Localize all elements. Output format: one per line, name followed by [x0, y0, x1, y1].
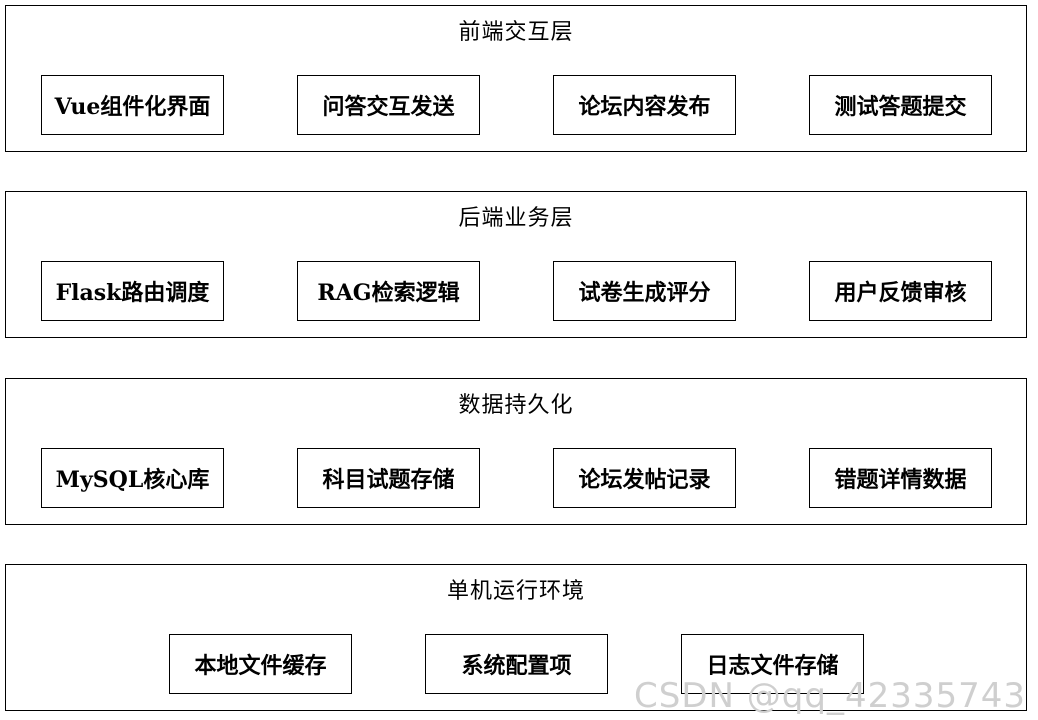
- module-box: 论坛发帖记录: [553, 448, 736, 508]
- module-box: 科目试题存储: [297, 448, 480, 508]
- module-box: Flask路由调度: [41, 261, 224, 321]
- module-box: 论坛内容发布: [553, 75, 736, 135]
- module-box: 日志文件存储: [681, 634, 864, 694]
- layer-title: 后端业务层: [458, 206, 574, 231]
- layer-backend: 后端业务层 Flask路由调度 RAG检索逻辑 试卷生成评分 用户反馈审核: [5, 191, 1027, 338]
- module-box: 测试答题提交: [809, 75, 992, 135]
- module-box: 试卷生成评分: [553, 261, 736, 321]
- module-box: 用户反馈审核: [809, 261, 992, 321]
- module-box: 本地文件缓存: [169, 634, 352, 694]
- watermark: CSDN @qq_42335743: [634, 676, 1026, 716]
- layer-title: 单机运行环境: [446, 579, 585, 604]
- module-box: MySQL核心库: [41, 448, 224, 508]
- module-box: Vue组件化界面: [41, 75, 224, 135]
- layer-runtime: 单机运行环境 本地文件缓存 系统配置项 日志文件存储: [5, 564, 1027, 711]
- module-box: 问答交互发送: [297, 75, 480, 135]
- module-box: RAG检索逻辑: [297, 261, 480, 321]
- layer-title: 数据持久化: [458, 393, 574, 418]
- layer-frontend: 前端交互层 Vue组件化界面 问答交互发送 论坛内容发布 测试答题提交: [5, 5, 1027, 152]
- module-box: 系统配置项: [425, 634, 608, 694]
- layer-persistence: 数据持久化 MySQL核心库 科目试题存储 论坛发帖记录 错题详情数据: [5, 378, 1027, 525]
- layer-title: 前端交互层: [458, 20, 574, 45]
- module-box: 错题详情数据: [809, 448, 992, 508]
